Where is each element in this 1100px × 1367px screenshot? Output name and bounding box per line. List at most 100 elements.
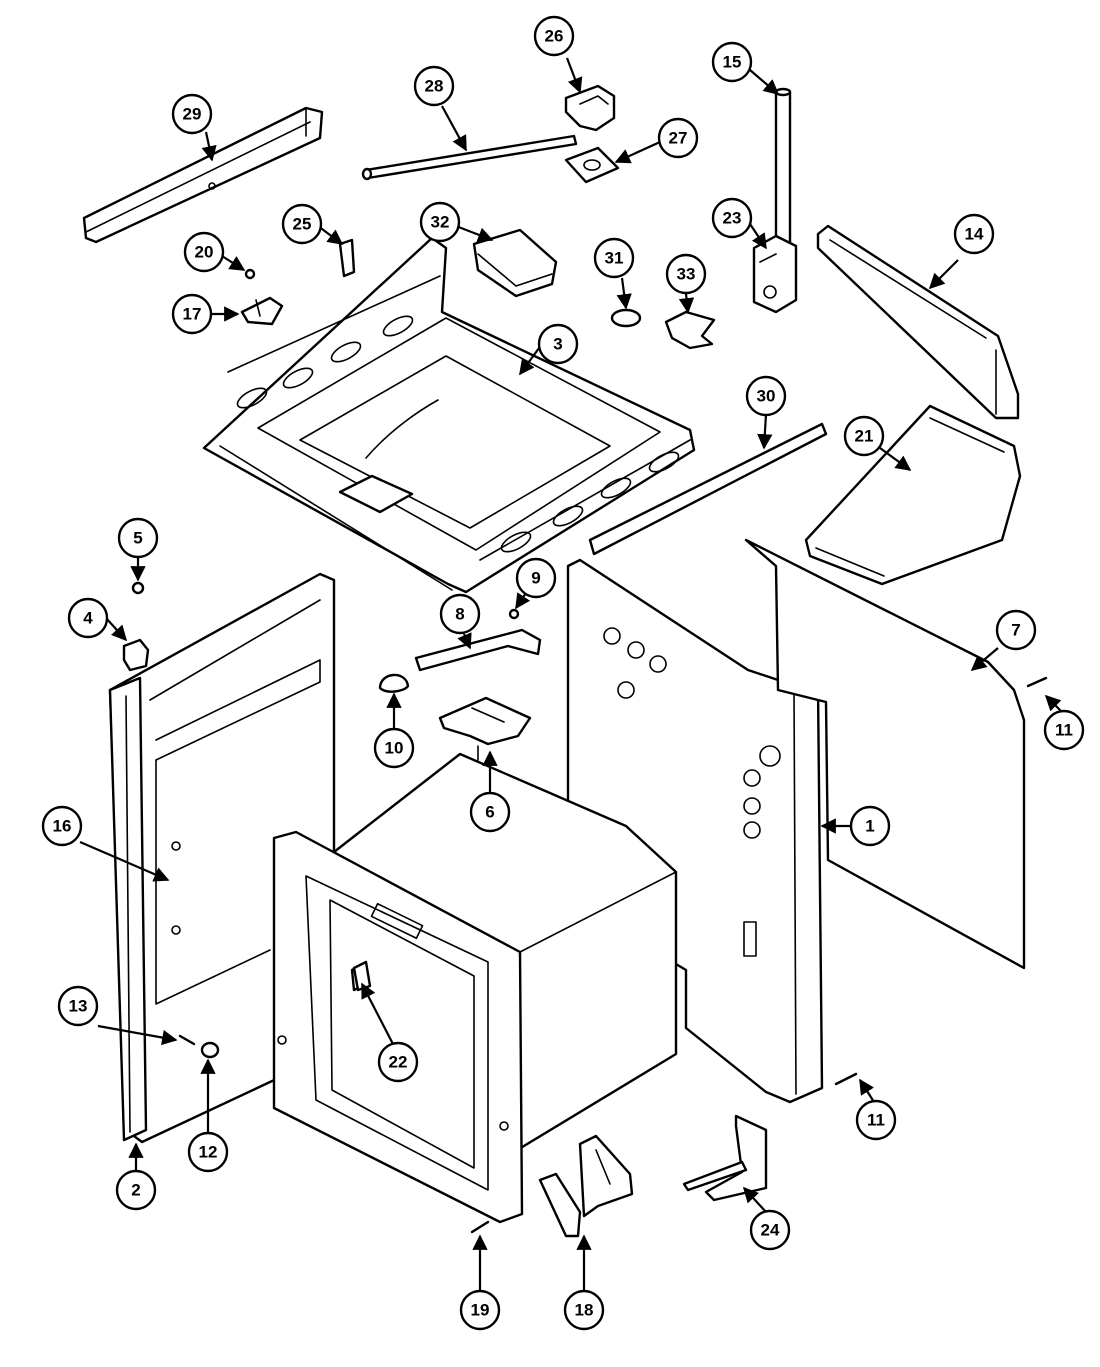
leader-16 (79, 840, 170, 882)
leader-20 (221, 255, 246, 271)
callout-27: 27 (657, 117, 699, 159)
callout-18: 18 (563, 1289, 605, 1331)
svg-text:32: 32 (431, 213, 450, 232)
svg-text:28: 28 (425, 77, 444, 96)
part-8-lever (414, 628, 542, 672)
part-9-screw (508, 608, 520, 620)
callout-9: 9 (515, 557, 557, 599)
part-12-grommet (200, 1041, 220, 1059)
callout-23: 23 (711, 197, 753, 239)
svg-text:20: 20 (195, 243, 214, 262)
callout-16: 16 (41, 805, 83, 847)
svg-text:8: 8 (455, 605, 464, 624)
part-23-bracket (752, 234, 798, 314)
svg-text:2: 2 (131, 1181, 140, 1200)
callout-11-lower: 11 (855, 1099, 897, 1141)
part-31-sensor (610, 308, 642, 328)
callout-7: 7 (995, 609, 1037, 651)
part-21-duct (804, 404, 1022, 586)
leader-3 (519, 343, 543, 376)
part-4-clip (122, 638, 150, 672)
callout-11-upper: 11 (1043, 709, 1085, 751)
svg-text:30: 30 (757, 387, 776, 406)
svg-text:24: 24 (761, 1221, 780, 1240)
callout-3: 3 (537, 323, 579, 365)
part-28-rod (361, 134, 578, 181)
svg-text:16: 16 (53, 817, 72, 836)
leader-33 (678, 293, 695, 314)
callout-25: 25 (281, 203, 323, 245)
part-18-hinge (538, 1134, 634, 1238)
leader-30 (757, 413, 773, 450)
leader-24 (742, 1186, 767, 1213)
leader-lines (79, 57, 1063, 1292)
leader-13 (97, 1024, 178, 1046)
callout-19: 19 (459, 1289, 501, 1331)
part-11-screw-upper (1026, 676, 1048, 688)
leader-4 (105, 617, 128, 642)
svg-text:6: 6 (485, 803, 494, 822)
callout-8: 8 (439, 593, 481, 635)
svg-text:26: 26 (545, 27, 564, 46)
part-10-knob (378, 673, 410, 693)
part-19-screw (470, 1220, 490, 1234)
part-26-clip (564, 84, 616, 132)
svg-text:15: 15 (723, 53, 742, 72)
part-25-bracket (338, 238, 356, 278)
part-13-screw (178, 1034, 196, 1046)
part-27-gasket (564, 146, 620, 184)
leader-25 (317, 225, 344, 245)
callout-13: 13 (57, 985, 99, 1027)
part-3-cooktop-pan (202, 236, 696, 594)
svg-text:5: 5 (133, 529, 142, 548)
callout-14: 14 (953, 213, 995, 255)
svg-text:1: 1 (865, 817, 874, 836)
part-24-bracket (682, 1114, 768, 1202)
part-30-strip (588, 422, 828, 556)
callout-30: 30 (745, 375, 787, 417)
callout-28: 28 (413, 65, 455, 107)
leader-28 (441, 105, 467, 152)
part-11-screw-lower (834, 1072, 858, 1086)
svg-text:11: 11 (1055, 721, 1073, 740)
part-33-bracket (664, 310, 716, 350)
callout-29: 29 (171, 93, 213, 135)
part-29-rear-trim-rail (82, 106, 324, 244)
svg-text:22: 22 (389, 1053, 408, 1072)
callout-21: 21 (843, 415, 885, 457)
callout-22: 22 (377, 1041, 419, 1083)
svg-text:21: 21 (855, 427, 874, 446)
leader-15 (749, 69, 780, 96)
svg-text:9: 9 (531, 569, 540, 588)
leader-14 (928, 259, 959, 290)
svg-text:3: 3 (553, 335, 562, 354)
leader-21 (879, 447, 912, 471)
svg-text:7: 7 (1011, 621, 1020, 640)
part-7-back-panel (744, 538, 1026, 970)
leader-26 (565, 57, 583, 94)
svg-text:23: 23 (723, 209, 742, 228)
callout-10: 10 (373, 727, 415, 769)
leader-23 (749, 223, 767, 250)
callout-2: 2 (115, 1169, 157, 1211)
leader-27 (614, 140, 661, 164)
leader-7 (970, 647, 999, 671)
leader-31 (616, 277, 632, 310)
leader-11-lower (859, 1078, 875, 1103)
svg-text:17: 17 (183, 305, 202, 324)
callouts: 1 2 3 4 5 6 7 8 9 10 11 11 12 13 14 15 1… (41, 15, 1085, 1331)
part-14-chute (816, 224, 1020, 420)
svg-text:25: 25 (293, 215, 312, 234)
callout-1: 1 (849, 805, 891, 847)
leader-32 (455, 224, 494, 243)
callout-33: 33 (665, 253, 707, 295)
leader-29 (201, 131, 217, 162)
svg-text:27: 27 (669, 129, 688, 148)
callout-15: 15 (711, 41, 753, 83)
part-2-front-frame (108, 676, 148, 1142)
svg-text:10: 10 (385, 739, 404, 758)
part-6-latch (438, 696, 532, 761)
callout-31: 31 (593, 237, 635, 279)
svg-text:33: 33 (677, 265, 696, 284)
